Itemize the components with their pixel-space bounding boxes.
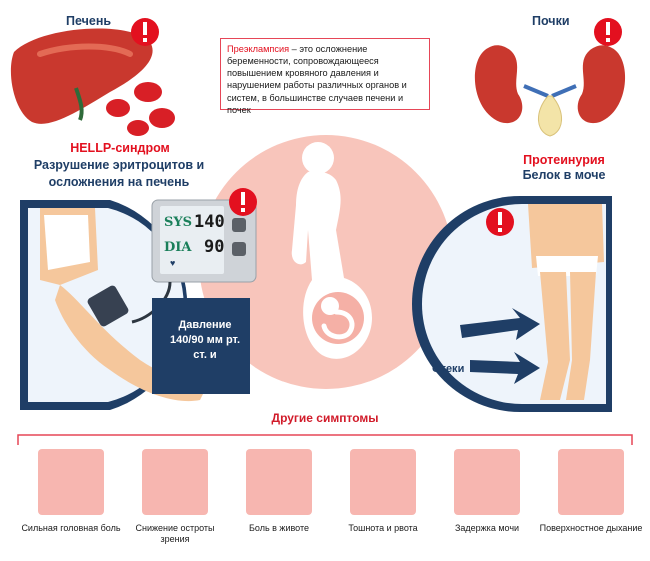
preeclampsia-definition: – это осложнение беременности, сопровожд… <box>227 44 407 115</box>
symptom-label-breathing: Поверхностное дыхание <box>539 523 643 533</box>
warning-icon <box>131 18 159 46</box>
liver-description: Разрушение эритроцитов и осложнения на п… <box>33 158 205 189</box>
liver-illustration <box>10 28 153 124</box>
symptoms-title: Другие симптомы <box>271 411 379 425</box>
warning-icon <box>229 188 257 216</box>
symptom-label-nausea: Тошнота и рвота <box>348 523 418 533</box>
symptom-tile-headache <box>38 449 104 515</box>
symptom-label-urine: Задержка мочи <box>454 523 520 533</box>
kidneys-title: Почки <box>532 14 570 28</box>
legs-illustration <box>528 204 604 400</box>
symptom-tile-urine <box>454 449 520 515</box>
hellp-syndrome-label: HELLP-синдром <box>70 141 170 155</box>
fetus-illustration <box>312 292 364 344</box>
preeclampsia-info-box: Преэклампсия – это осложнение беременнос… <box>220 38 430 115</box>
blood-pressure-monitor <box>131 199 257 324</box>
symptom-tile-abdominal-pain <box>246 449 312 515</box>
symptom-label-headache: Сильная головная боль <box>21 523 121 533</box>
warning-icon <box>594 18 622 46</box>
kidneys-description: Белок в моче <box>522 168 606 182</box>
monitor-sys-label: SYS <box>164 215 193 230</box>
monitor-dia-value: 90 <box>204 237 225 257</box>
heart-icon: ♥ <box>170 258 176 268</box>
kidneys-illustration <box>474 45 626 137</box>
liver-title: Печень <box>66 14 112 28</box>
symptom-tile-nausea <box>350 449 416 515</box>
monitor-sys-value: 140 <box>194 212 225 232</box>
pressure-description: Давление 140/90 мм рт. ст. и <box>169 319 241 361</box>
symptom-label-vision: Снижение остроты зрения <box>135 523 215 545</box>
pressure-box <box>152 298 250 394</box>
symptom-tile-vision <box>142 449 208 515</box>
warning-icon <box>486 208 514 236</box>
edema-arrows <box>460 308 540 384</box>
monitor-dia-label: DIA <box>164 240 192 255</box>
proteinuria-label: Протеинурия <box>523 153 605 167</box>
symptom-tile-breathing <box>558 449 624 515</box>
red-blood-cells <box>106 82 175 136</box>
edema-label: Отеки <box>432 363 465 375</box>
symptom-label-abdominal-pain: Боль в животе <box>249 523 309 533</box>
arm-illustration <box>40 208 210 402</box>
symptoms-bracket <box>17 434 633 445</box>
preeclampsia-term: Преэклампсия <box>227 44 290 54</box>
